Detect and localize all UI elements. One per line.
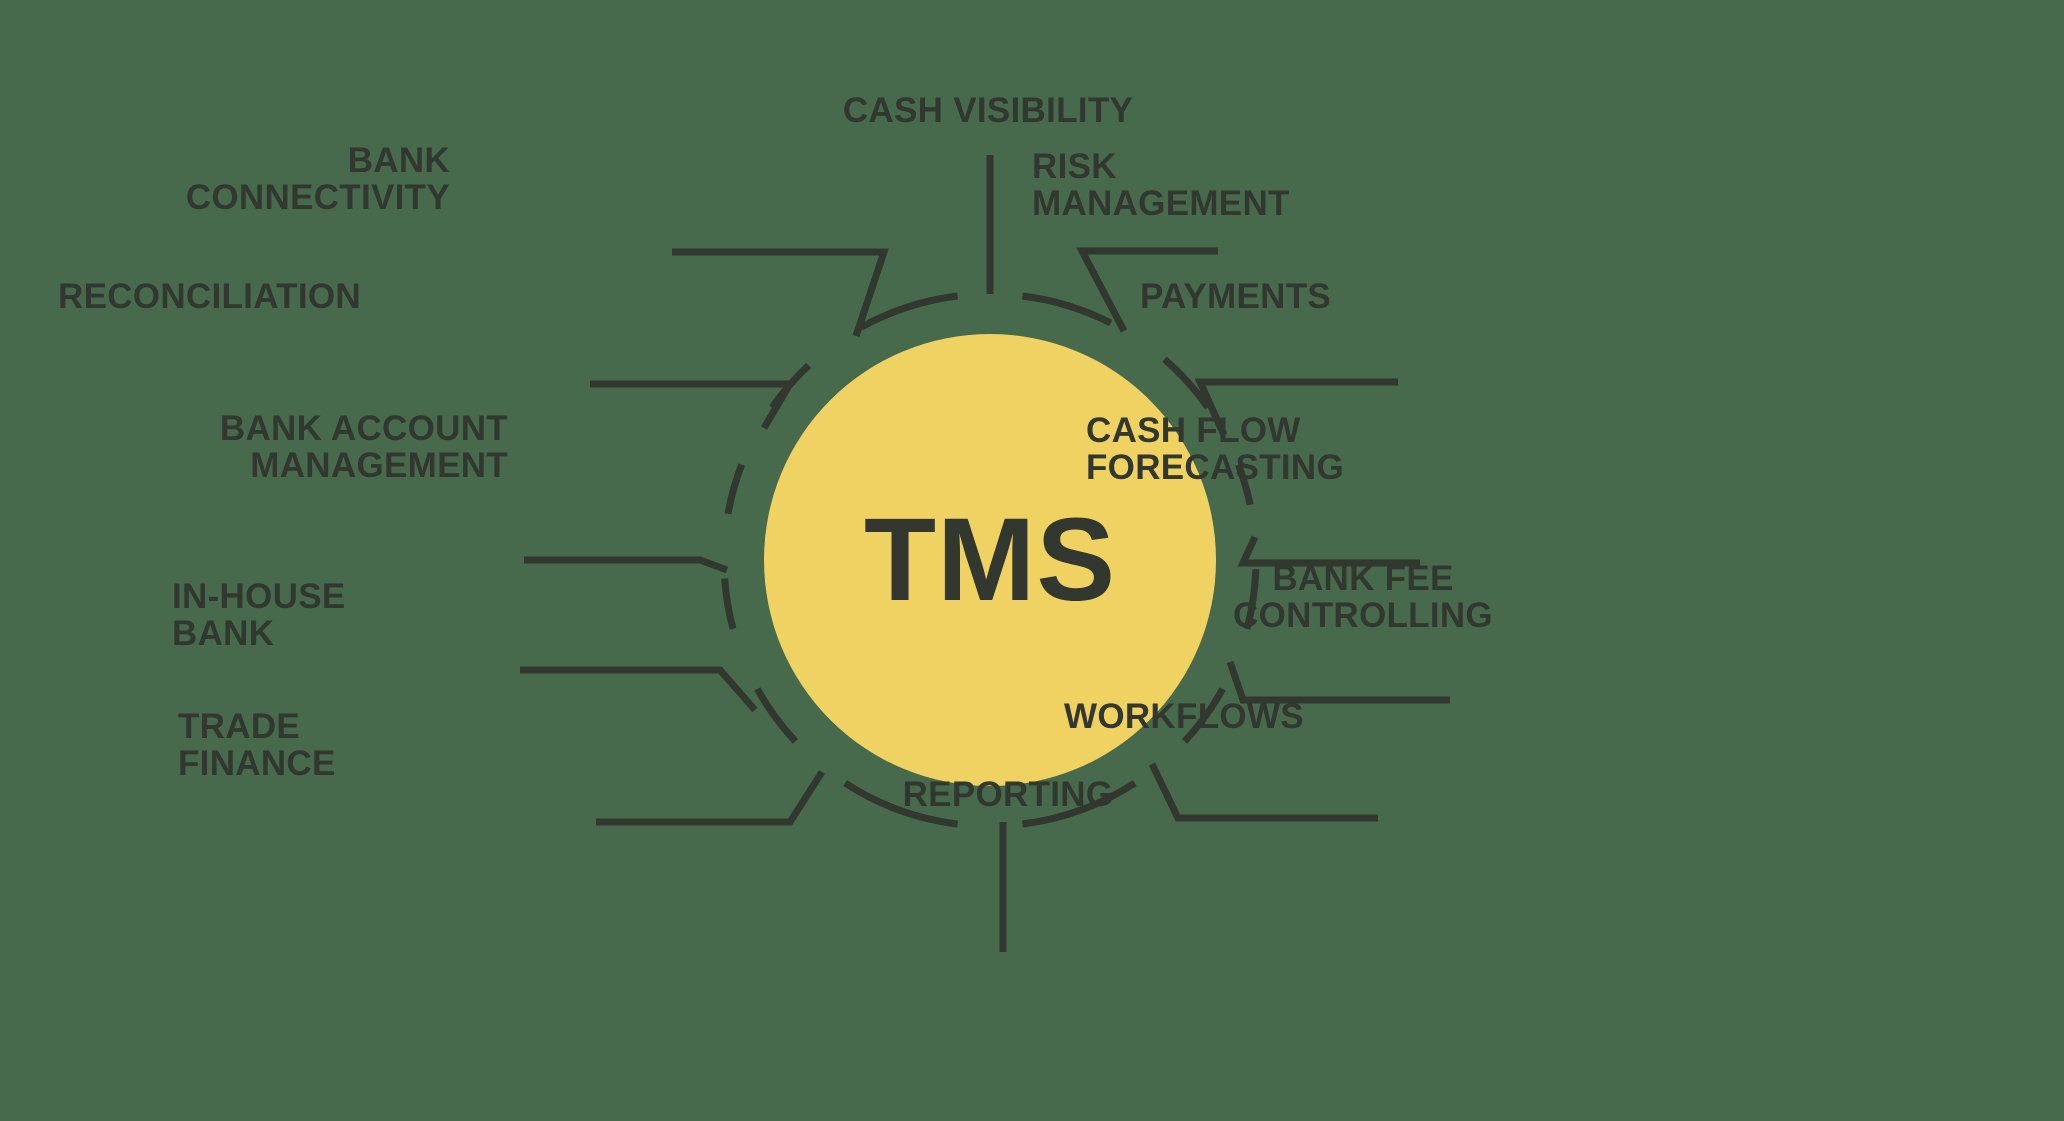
spoke-label-bank-fee-controlling: BANK FEE CONTROLLING	[1233, 559, 1493, 636]
spoke-label-bank-connectivity: BANK CONNECTIVITY	[185, 141, 450, 218]
spoke-label-reporting: REPORTING	[902, 775, 1114, 814]
ring-arc-segment	[721, 578, 737, 630]
spoke-label-cash-visibility: CASH VISIBILITY	[842, 91, 1134, 130]
ring-arc-segment	[724, 463, 745, 515]
spoke-label-in-house-bank: IN-HOUSE BANK	[172, 577, 346, 654]
connector-line-in-house-bank	[520, 666, 758, 713]
hub-circle	[764, 334, 1216, 786]
connector-line-bank-account-management	[524, 556, 729, 574]
ring-arc-segment	[1235, 463, 1254, 506]
spoke-label-reconciliation: RECONCILIATION	[58, 277, 361, 316]
connector-line-payments	[1194, 378, 1398, 437]
ring-arc-segment	[1021, 780, 1137, 828]
ring-arc-segment	[1181, 687, 1226, 744]
connector-lines	[520, 155, 1450, 952]
hub-label: TMS	[864, 494, 1116, 626]
connector-line-reconciliation	[590, 380, 797, 430]
connector-line-workflows	[1148, 762, 1378, 822]
spoke-label-cash-flow-forecasting: CASH FLOW FORECASTING	[1086, 411, 1345, 488]
connector-line-risk-management	[1076, 247, 1218, 333]
ring-arc-segment	[1162, 356, 1211, 410]
spoke-label-trade-finance: TRADE FINANCE	[178, 707, 336, 784]
ring-arc-segment	[1021, 292, 1113, 327]
spoke-label-bank-account-management: BANK ACCOUNT MANAGEMENT	[219, 409, 508, 486]
spoke-label-payments: PAYMENTS	[1140, 277, 1332, 316]
ring-arc-segment	[1243, 569, 1260, 630]
spoke-label-risk-management: RISK MANAGEMENT	[1032, 147, 1290, 224]
connector-line-cash-flow-forecasting	[1237, 535, 1420, 567]
ring-arc-segment	[859, 292, 959, 331]
ring-arc-segment	[843, 780, 959, 828]
spoke-label-workflows: WORKFLOWS	[1064, 697, 1304, 736]
connector-line-bank-fee-controlling	[1226, 660, 1450, 704]
ring-arc-segment	[754, 687, 799, 744]
connector-line-bank-connectivity	[672, 248, 889, 338]
connector-line-trade-finance	[596, 770, 825, 826]
